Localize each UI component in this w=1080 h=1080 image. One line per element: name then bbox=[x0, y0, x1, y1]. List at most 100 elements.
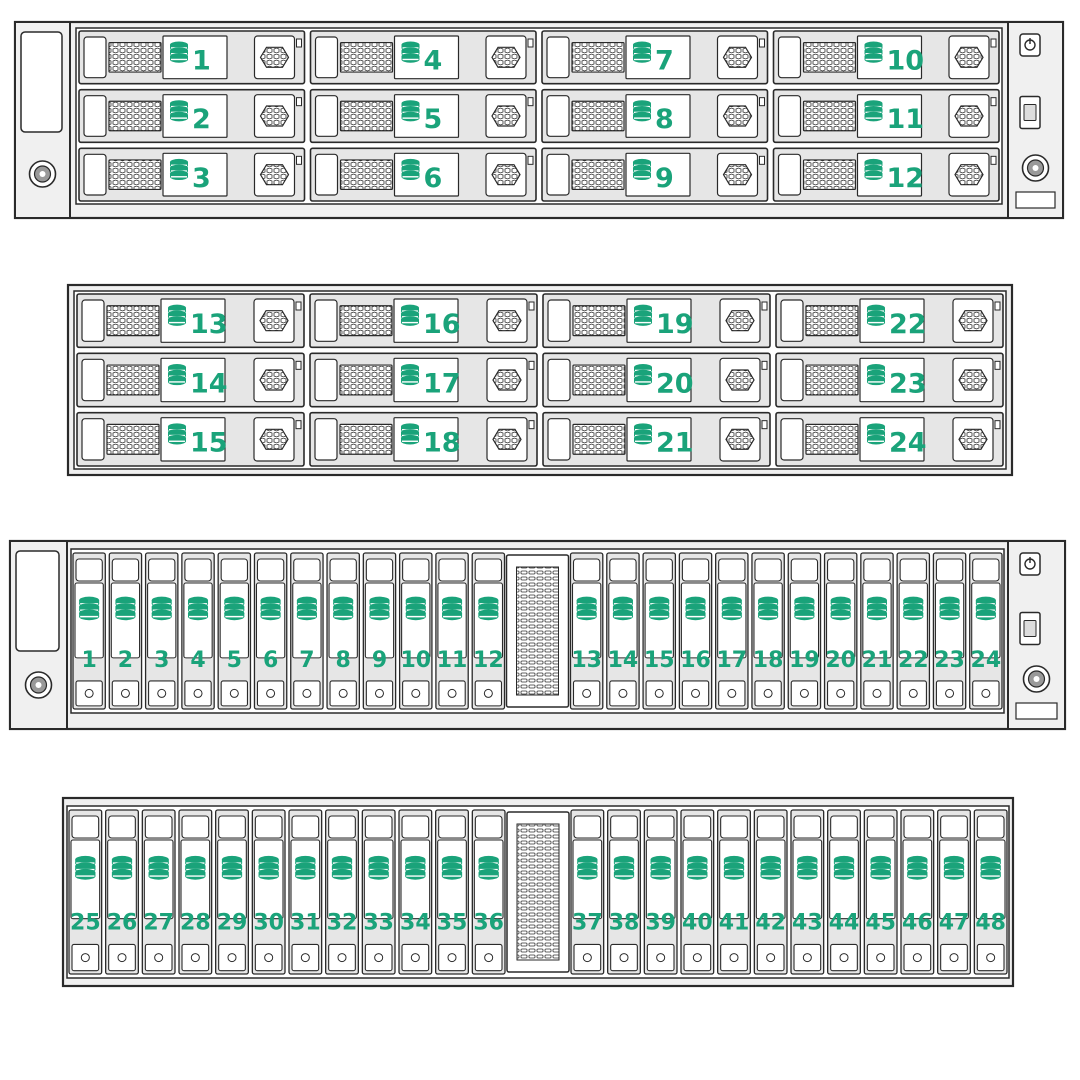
thumbscrew-icon[interactable] bbox=[28, 160, 57, 188]
drive-bay[interactable]: 17 bbox=[715, 552, 749, 710]
drive-bay[interactable]: 19 bbox=[542, 293, 771, 349]
drive-bay[interactable]: 48 bbox=[973, 809, 1008, 975]
drive-bay[interactable]: 19 bbox=[787, 552, 822, 710]
drive-stack-icon bbox=[111, 855, 133, 880]
drive-bay[interactable]: 32 bbox=[325, 809, 359, 975]
drive-bay[interactable]: 39 bbox=[643, 809, 678, 975]
drive-bay[interactable]: 14 bbox=[606, 552, 640, 710]
drive-bay[interactable]: 36 bbox=[471, 809, 506, 975]
drive-bay[interactable]: 16 bbox=[309, 293, 538, 349]
drive-latch-icon bbox=[148, 558, 176, 582]
drive-bay[interactable]: 11 bbox=[435, 552, 469, 710]
drive-bay[interactable]: 8 bbox=[326, 552, 360, 710]
drive-bay[interactable]: 5 bbox=[217, 552, 252, 710]
drive-bay[interactable]: 27 bbox=[141, 809, 176, 975]
drive-bay[interactable]: 10 bbox=[772, 30, 1000, 85]
drive-bay[interactable]: 11 bbox=[772, 88, 1000, 144]
rack-ear-icon[interactable] bbox=[1007, 540, 1066, 730]
drive-bay[interactable]: 21 bbox=[860, 552, 894, 710]
drive-bay[interactable]: 38 bbox=[607, 809, 641, 975]
drive-bay[interactable]: 15 bbox=[76, 411, 305, 467]
thumbscrew-icon[interactable] bbox=[24, 671, 53, 699]
drive-bay[interactable]: 37 bbox=[570, 809, 605, 975]
drive-bay[interactable]: 10 bbox=[398, 552, 433, 710]
power-button-icon[interactable] bbox=[1019, 552, 1041, 576]
drive-bay[interactable]: 16 bbox=[678, 552, 713, 710]
drive-bay[interactable]: 34 bbox=[398, 809, 433, 975]
drive-bay[interactable]: 12 bbox=[772, 147, 1000, 202]
drive-bay[interactable]: 23 bbox=[775, 352, 1004, 408]
drive-bay[interactable]: 20 bbox=[823, 552, 858, 710]
indicator bbox=[483, 688, 493, 698]
drive-bay[interactable]: 7 bbox=[290, 552, 324, 710]
indicator bbox=[619, 953, 629, 963]
honeycomb-vent-icon bbox=[492, 310, 522, 332]
drive-bay[interactable]: 26 bbox=[105, 809, 139, 975]
drive-bay[interactable]: 18 bbox=[309, 411, 538, 467]
drive-bay[interactable]: 2 bbox=[108, 552, 143, 710]
drive-bay[interactable]: 1 bbox=[78, 30, 306, 85]
drive-bay[interactable]: 9 bbox=[541, 147, 769, 202]
drive-bay[interactable]: 5 bbox=[309, 88, 537, 144]
drive-stack-icon bbox=[870, 855, 891, 880]
power-button-icon[interactable] bbox=[1019, 33, 1041, 57]
indicator bbox=[656, 953, 666, 963]
drive-bay[interactable]: 29 bbox=[215, 809, 249, 975]
honeycomb-vent-icon bbox=[491, 46, 521, 68]
drive-bay[interactable]: 13 bbox=[76, 293, 305, 349]
usb-port-icon[interactable] bbox=[1019, 611, 1041, 646]
drive-number: 15 bbox=[190, 428, 228, 459]
usb-port-icon[interactable] bbox=[1019, 95, 1041, 130]
drive-bay[interactable]: 18 bbox=[751, 552, 785, 710]
drive-latch-icon bbox=[572, 558, 601, 582]
drive-bay[interactable]: 28 bbox=[178, 809, 213, 975]
rack-ear-icon[interactable] bbox=[1007, 21, 1064, 219]
drive-bay[interactable]: 1 bbox=[72, 552, 106, 710]
drive-bay[interactable]: 2 bbox=[78, 88, 306, 144]
thumbscrew-icon[interactable] bbox=[1022, 665, 1051, 693]
drive-bay[interactable]: 35 bbox=[435, 809, 469, 975]
rack-ear-icon[interactable] bbox=[9, 540, 68, 730]
drive-stack-icon bbox=[633, 100, 651, 122]
honeycomb-vent-icon bbox=[106, 364, 160, 396]
rack-ear-icon[interactable] bbox=[14, 21, 71, 219]
drive-latch-icon bbox=[83, 153, 107, 196]
drive-bay[interactable]: 4 bbox=[181, 552, 215, 710]
drive-bay[interactable]: 23 bbox=[932, 552, 967, 710]
drive-bay[interactable]: 3 bbox=[144, 552, 179, 710]
drive-bay[interactable]: 24 bbox=[775, 411, 1004, 467]
drive-bay[interactable]: 41 bbox=[717, 809, 751, 975]
drive-bay[interactable]: 24 bbox=[969, 552, 1003, 710]
drive-bay[interactable]: 7 bbox=[541, 30, 769, 85]
drive-bay[interactable]: 25 bbox=[68, 809, 103, 975]
drive-bay[interactable]: 9 bbox=[362, 552, 397, 710]
drive-label bbox=[183, 582, 213, 659]
indicator bbox=[295, 301, 302, 311]
drive-bay[interactable]: 6 bbox=[309, 147, 537, 202]
drive-bay[interactable]: 3 bbox=[78, 147, 306, 202]
drive-bay[interactable]: 44 bbox=[827, 809, 861, 975]
drive-bay[interactable]: 21 bbox=[542, 411, 771, 467]
drive-bay[interactable]: 12 bbox=[471, 552, 506, 710]
drive-bay[interactable]: 33 bbox=[361, 809, 396, 975]
drive-bay[interactable]: 45 bbox=[863, 809, 898, 975]
drive-bay[interactable]: 14 bbox=[76, 352, 305, 408]
drive-bay[interactable]: 40 bbox=[680, 809, 715, 975]
drive-bay[interactable]: 22 bbox=[896, 552, 931, 710]
drive-bay[interactable]: 22 bbox=[775, 293, 1004, 349]
drive-bay[interactable]: 13 bbox=[569, 552, 604, 710]
drive-bay[interactable]: 20 bbox=[542, 352, 771, 408]
thumbscrew-icon[interactable] bbox=[1021, 154, 1050, 182]
drive-bay[interactable]: 6 bbox=[253, 552, 288, 710]
drive-bay[interactable]: 43 bbox=[790, 809, 825, 975]
drive-bay[interactable]: 4 bbox=[309, 30, 537, 85]
drive-bay[interactable]: 15 bbox=[642, 552, 677, 710]
drive-bay[interactable]: 42 bbox=[753, 809, 788, 975]
drive-number: 3 bbox=[192, 163, 211, 194]
drive-bay[interactable]: 8 bbox=[541, 88, 769, 144]
drive-bay[interactable]: 31 bbox=[288, 809, 323, 975]
drive-bay[interactable]: 46 bbox=[900, 809, 935, 975]
drive-bay[interactable]: 17 bbox=[309, 352, 538, 408]
drive-bay[interactable]: 30 bbox=[251, 809, 286, 975]
drive-bay[interactable]: 47 bbox=[937, 809, 971, 975]
